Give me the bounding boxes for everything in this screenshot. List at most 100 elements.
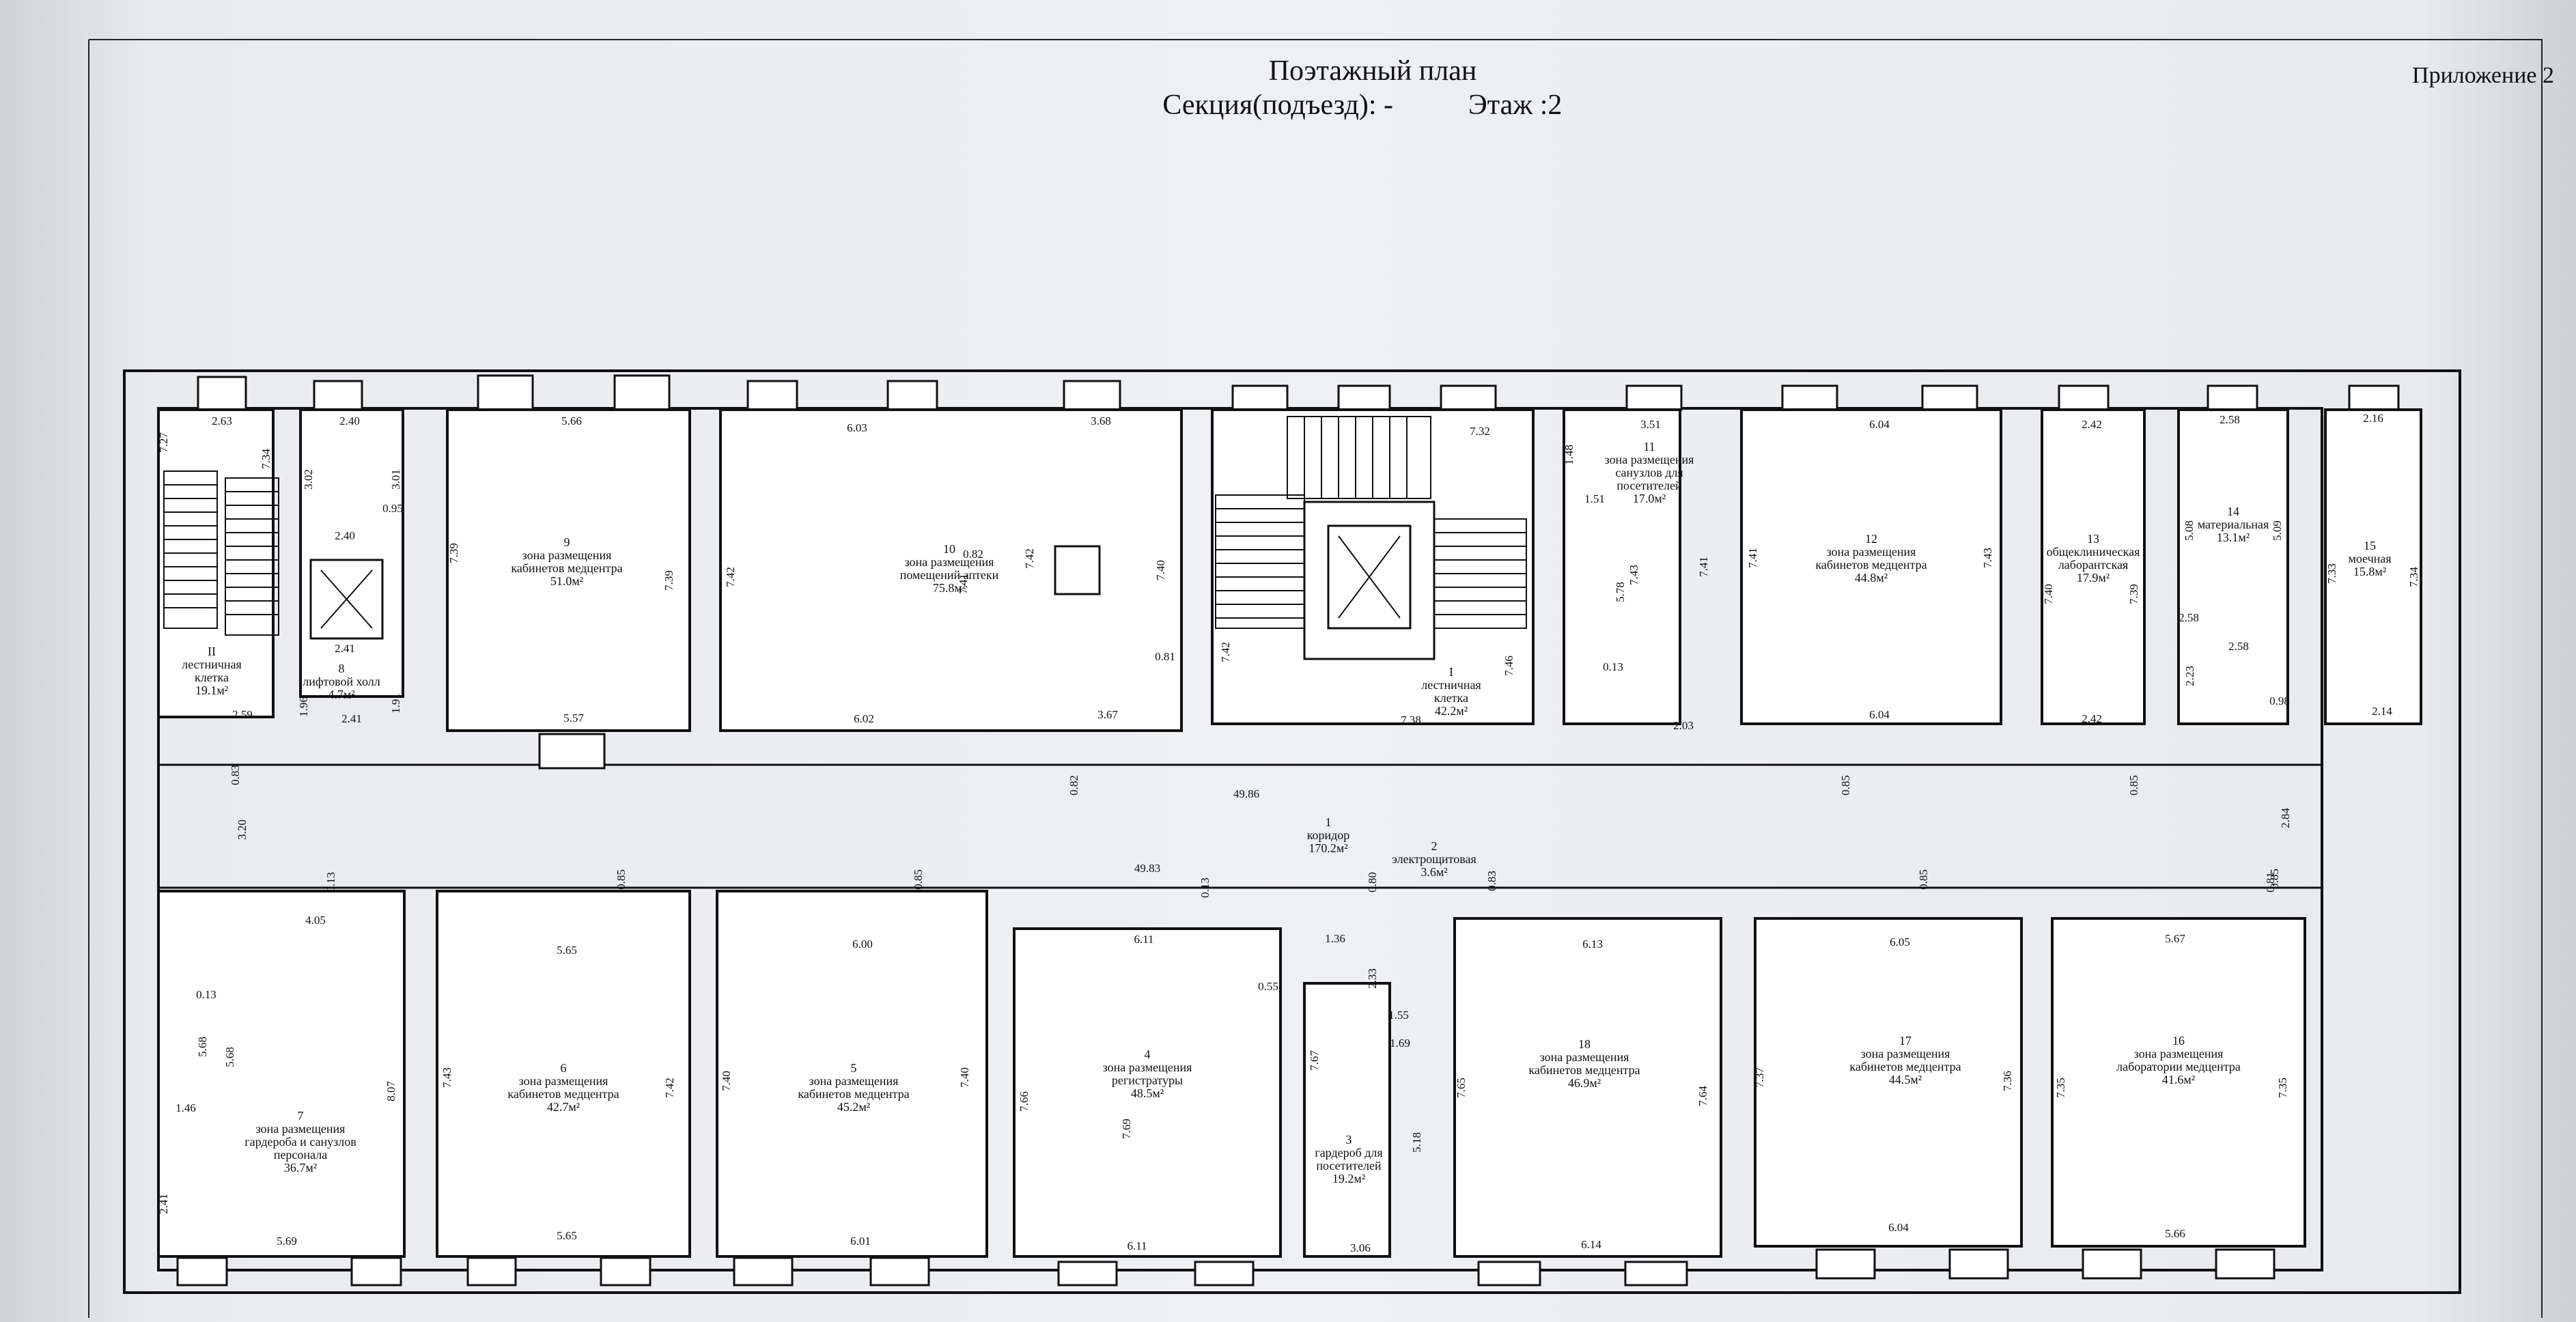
dimension-label: 1.55 <box>1388 1009 1409 1022</box>
dimension-label: 5.69 <box>277 1235 297 1248</box>
dimension-label: 0.85 <box>1917 869 1930 890</box>
dimension-label: 7.65 <box>1455 1078 1468 1098</box>
dimension-label: 6.13 <box>1582 938 1603 951</box>
bottom-rooms <box>157 890 2306 1258</box>
dimension-label: 0.83 <box>1485 871 1498 891</box>
dimension-label: 5.08 <box>2183 520 2196 541</box>
dimension-label: 3.01 <box>389 469 402 490</box>
dimension-label: 7.43 <box>1627 565 1640 585</box>
dimension-label: 0.85 <box>912 869 925 890</box>
dimension-label: 2.42 <box>2082 712 2102 725</box>
dimension-label: 2.58 <box>2228 640 2249 653</box>
floor-label: Этаж :2 <box>1468 89 1563 121</box>
dimension-label: 7.34 <box>2407 567 2420 587</box>
dimension-label: 7.32 <box>1470 425 1490 438</box>
dimension-label: 7.41 <box>1697 557 1710 577</box>
dimension-label: 1.46 <box>176 1101 196 1114</box>
dimension-label: 0.85 <box>615 869 628 890</box>
dimension-label: 1.91 <box>389 693 402 714</box>
dimension-label: 2.42 <box>2082 418 2102 431</box>
dimension-label: 5.18 <box>1410 1132 1423 1153</box>
dimension-label: 0.95 <box>382 502 403 515</box>
dimension-label: 7.40 <box>1154 560 1167 580</box>
dimension-label: 2.63 <box>212 414 232 427</box>
dimension-label: 7.64 <box>1696 1086 1709 1106</box>
dimension-label: 3.20 <box>236 819 249 840</box>
dimension-label: 0.13 <box>324 872 337 892</box>
frame-border <box>89 39 2543 1318</box>
dimension-label: 1.48 <box>1563 445 1576 465</box>
dimension-label: 49.86 <box>1233 787 1259 800</box>
dimension-label: 7.35 <box>2276 1078 2289 1098</box>
dimension-label: 2.33 <box>1366 968 1379 989</box>
dimension-label: 0.55 <box>1258 980 1278 993</box>
dimension-label: 7.35 <box>2054 1078 2067 1098</box>
dimension-label: 2.58 <box>2220 413 2240 426</box>
dimension-label: 5.65 <box>557 944 577 957</box>
dimension-label: 2.14 <box>2372 705 2392 718</box>
dimension-label: 2.41 <box>335 642 355 655</box>
dimension-label: 1.51 <box>1584 492 1605 505</box>
dimension-label: 2.16 <box>2363 412 2383 425</box>
dimension-label: 5.57 <box>563 712 584 725</box>
dimension-label: 5.78 <box>1614 582 1627 602</box>
dimension-label: 0.85 <box>2268 869 2281 889</box>
dimension-label: 6.04 <box>1869 708 1890 721</box>
dimension-label: 7.33 <box>2325 563 2338 584</box>
dimension-label: 2.40 <box>339 414 360 427</box>
dimension-label: 7.43 <box>1981 548 1994 568</box>
dimension-label: 7.39 <box>2127 584 2140 604</box>
dimension-label: 0.82 <box>963 548 983 561</box>
dimension-label: 7.37 <box>1753 1067 1766 1088</box>
dimension-label: 3.68 <box>1091 414 1111 427</box>
dimension-label: 0.98 <box>2269 694 2290 707</box>
dimension-label: 0.81 <box>1155 650 1175 663</box>
dimension-label: 2.84 <box>2279 808 2292 828</box>
dimension-label: 7.34 <box>260 449 272 469</box>
dimension-label: 2.41 <box>157 1194 170 1214</box>
dimension-label: 0.81 <box>2264 872 2277 892</box>
dimension-label: 7.39 <box>447 543 460 563</box>
dimension-label: 5.68 <box>196 1037 209 1057</box>
top-windows <box>197 374 2400 411</box>
dimension-label: 7.67 <box>1308 1050 1321 1071</box>
dimension-label: 7.46 <box>1502 656 1515 676</box>
dimension-label: 7.43 <box>440 1067 453 1088</box>
dimension-label: 6.11 <box>1127 1239 1147 1252</box>
dimension-label: 7.40 <box>720 1071 733 1091</box>
dimension-label: 4.05 <box>305 914 326 927</box>
dimension-label: 7.38 <box>1401 714 1421 727</box>
dimension-label: 0.85 <box>1839 775 1852 796</box>
dimension-label: 3.02 <box>302 469 315 490</box>
dimension-label: 0.13 <box>1199 877 1212 898</box>
dimension-label: 5.67 <box>2165 932 2185 945</box>
dimension-label: 7.42 <box>663 1078 676 1098</box>
dimension-label: 7.40 <box>2042 584 2055 604</box>
dimension-label: 8.07 <box>384 1081 397 1101</box>
appendix-label: Приложение 2 <box>2412 63 2554 88</box>
dimension-label: 6.02 <box>854 712 874 725</box>
dimension-label: 7.41 <box>1746 548 1759 568</box>
dimension-label: 2.59 <box>232 708 253 721</box>
dimension-label: 5.66 <box>2165 1227 2185 1240</box>
dimension-label: 7.39 <box>662 570 675 591</box>
dimension-label: 2.41 <box>341 712 362 725</box>
dimension-label: 7.27 <box>157 432 170 453</box>
